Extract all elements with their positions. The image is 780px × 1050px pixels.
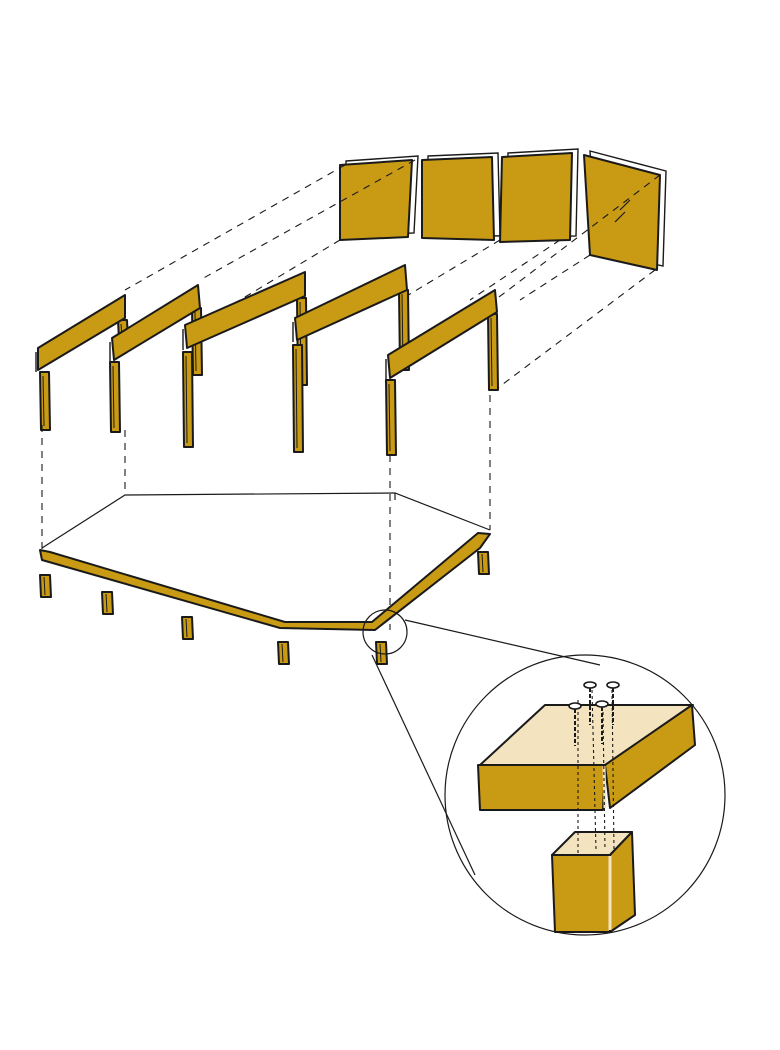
screw <box>606 681 620 725</box>
pier-block <box>101 591 114 615</box>
frame-post <box>385 379 397 456</box>
screw-guide-line <box>591 689 597 851</box>
pier-block <box>375 641 388 665</box>
pier-block <box>477 551 490 575</box>
pier-edge-line <box>481 553 484 573</box>
pier-block <box>181 616 194 640</box>
frame-beam <box>111 284 201 361</box>
floor-pier <box>477 551 490 575</box>
frame-projection-lines <box>41 395 491 630</box>
panel-face <box>339 159 413 241</box>
frame-beam <box>37 294 126 371</box>
wall-panel <box>421 152 501 241</box>
post-edge-line <box>112 365 115 429</box>
screw <box>568 702 582 746</box>
portal-frame <box>35 294 129 431</box>
floor-pier <box>375 641 388 665</box>
post-front-face <box>551 854 611 933</box>
panel-face <box>583 154 661 271</box>
post-edge-line <box>42 375 45 427</box>
wall-panel <box>499 148 579 243</box>
screw-guide-line <box>611 689 615 851</box>
frame-beam <box>294 264 408 341</box>
screw-head <box>595 700 609 708</box>
floor-pier <box>39 574 52 598</box>
pier-edge-line <box>43 576 46 596</box>
frame-post <box>292 344 304 453</box>
screw-head <box>583 681 597 689</box>
beam-side-face <box>604 704 696 809</box>
beam-front-face <box>477 764 606 811</box>
screw-guide-line <box>602 711 606 851</box>
pier-block <box>277 641 290 665</box>
pier-edge-line <box>281 643 284 663</box>
screw-head <box>568 702 582 710</box>
frame-post <box>182 351 194 448</box>
frame-post <box>487 313 499 391</box>
portal-frame <box>109 284 203 433</box>
screw-head <box>606 681 620 689</box>
portal-frames <box>35 264 499 456</box>
screw <box>595 700 609 744</box>
floor-piers <box>39 551 490 665</box>
callout-marker-circle <box>362 609 408 655</box>
frame-post <box>109 361 121 433</box>
frame-beam <box>387 289 498 379</box>
connection-detail <box>477 681 696 933</box>
detail-magnifier-circle <box>444 654 726 936</box>
frame-post <box>39 371 51 431</box>
floor-pier <box>181 616 194 640</box>
panel-face <box>499 152 573 243</box>
pier-edge-line <box>105 593 108 613</box>
post-edge-line <box>295 348 298 449</box>
post-edge-line <box>388 383 391 452</box>
panel-face <box>421 156 495 241</box>
wall-panel <box>583 150 667 271</box>
wall-panel <box>339 155 419 241</box>
panel-hatch <box>614 199 631 223</box>
pier-edge-line <box>185 618 188 638</box>
floor-platform <box>39 492 491 665</box>
floor-edge-beam <box>39 532 491 631</box>
detail-callout <box>362 609 726 936</box>
wall-panels <box>339 148 667 271</box>
screw <box>583 681 597 725</box>
post-edge-line <box>490 317 493 387</box>
frame-beam <box>184 271 306 349</box>
floor-pier <box>101 591 114 615</box>
portal-frame <box>385 289 499 456</box>
post-edge-line <box>185 355 188 444</box>
floor-pier <box>277 641 290 665</box>
pier-block <box>39 574 52 598</box>
